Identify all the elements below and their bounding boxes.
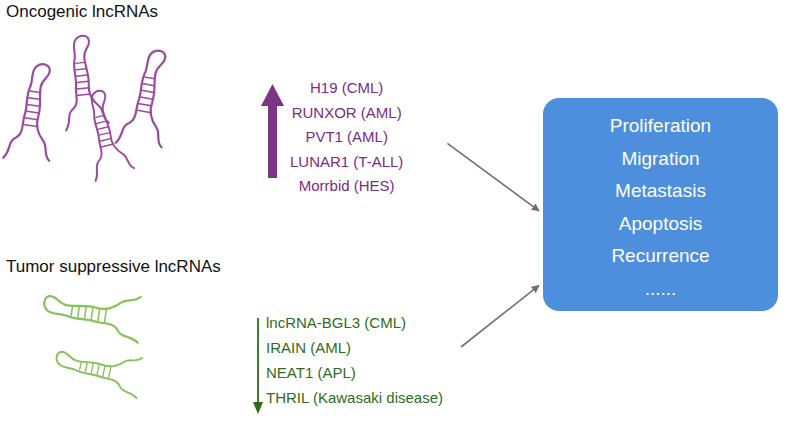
rna-icon [52, 340, 145, 398]
outcome-text: Apoptosis [553, 208, 768, 241]
connector-arrow [447, 143, 539, 211]
lncrna-name: H19 (CML) [290, 76, 403, 101]
suppressive-list: lncRNA-BGL3 (CML)IRAIN (AML)NEAT1 (APL)T… [266, 310, 461, 410]
rna-icon [3, 61, 62, 165]
lncrna-name: RUNXOR (AML) [290, 101, 403, 126]
lncrna-name: Morrbid (HES) [290, 174, 403, 199]
outcome-text: Proliferation [553, 110, 768, 143]
lncrna-name: PVT1 (AML) [290, 125, 403, 150]
lncrna-name: NEAT1 (APL) [266, 360, 443, 385]
up-arrow [261, 84, 284, 178]
down-arrow [253, 318, 263, 414]
connector-arrow [461, 285, 539, 347]
outcome-text: Recurrence [553, 240, 768, 273]
section-heading: Tumor suppressive lncRNAs [6, 257, 221, 277]
outcome-text: Metastasis [553, 175, 768, 208]
outcome-text: Migration [553, 143, 768, 176]
outcome-text: ...... [553, 273, 768, 306]
oncogenic-rna-icons [3, 34, 178, 181]
rna-icon [75, 87, 135, 181]
rna-icon [116, 46, 178, 151]
lncrna-name: LUNAR1 (T-ALL) [290, 150, 403, 175]
section-heading: Oncogenic lncRNAs [6, 2, 158, 22]
rna-icon [41, 284, 145, 343]
lncrna-name: lncRNA-BGL3 (CML) [266, 310, 443, 335]
lncrna-name: IRAIN (AML) [266, 335, 443, 360]
outcome-box: ProliferationMigrationMetastasisApoptosi… [543, 98, 778, 311]
oncogenic-list: H19 (CML)RUNXOR (AML)PVT1 (AML)LUNAR1 (T… [290, 76, 447, 199]
suppressive-rna-icons [41, 284, 145, 398]
lncrna-name: THRIL (Kawasaki disease) [266, 385, 443, 410]
